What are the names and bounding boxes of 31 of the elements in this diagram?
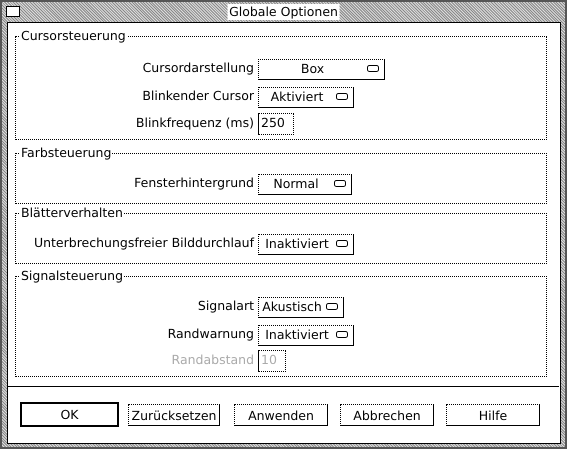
button: OK <box>20 402 119 427</box>
input-field: 250 <box>258 113 294 135</box>
dropdown-menu <box>258 59 385 80</box>
dropdown-menu <box>258 325 354 346</box>
button: Hilfe <box>446 404 540 426</box>
dropdown-menu <box>258 297 344 318</box>
field-label: Randabstand <box>172 352 254 368</box>
dropdown-menu <box>258 174 352 195</box>
dropdown-menu <box>258 234 354 255</box>
field-label: Signalart <box>198 298 254 314</box>
button: Abbrechen <box>340 404 434 426</box>
button: Anwenden <box>234 404 328 426</box>
menu-value: Akustisch <box>261 298 323 315</box>
field-label: Blinkender Cursor <box>142 88 254 104</box>
menu-value: Box <box>300 60 326 77</box>
field-label: Randwarnung <box>168 326 254 342</box>
group-heading: Signalsteuerung <box>20 268 124 284</box>
menu-value: Inaktiviert <box>264 326 330 343</box>
menu-value: Inaktiviert <box>264 235 330 252</box>
field-label: Blinkfrequenz (ms) <box>136 115 254 131</box>
group-heading: Farbsteuerung <box>20 145 112 161</box>
field-label: Unterbrechungsfreier Bilddurchlauf <box>34 235 254 251</box>
menu-value: Normal <box>272 175 320 192</box>
window-title: Globale Optionen <box>227 4 340 20</box>
input-field: 10 <box>258 350 286 372</box>
group-heading: Cursorsteuerung <box>20 28 127 44</box>
field-label: Cursordarstellung <box>142 60 254 76</box>
dropdown-menu <box>258 87 354 108</box>
menu-value: Aktiviert <box>270 88 324 105</box>
field-label: Fensterhintergrund <box>134 175 254 191</box>
button: Zurücksetzen <box>128 404 220 426</box>
